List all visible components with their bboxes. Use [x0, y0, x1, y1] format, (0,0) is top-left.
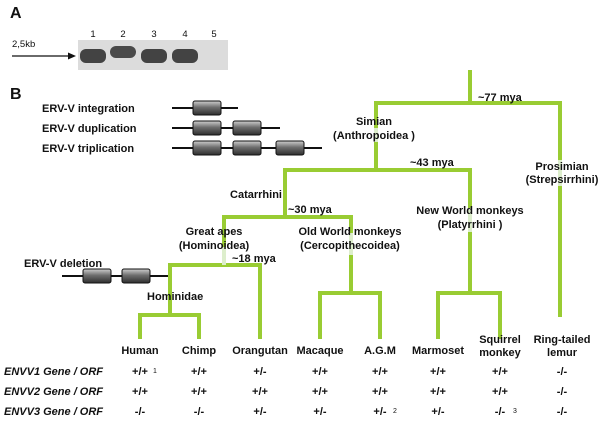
gene-cell: -/- — [557, 386, 568, 398]
gene-table: +/+ 1 +/+ +/- +/+ +/+ +/+ +/+ -/- +/+ +/+ +/+ +/+ +/+… — [132, 366, 567, 418]
gene-cell: +/+ — [191, 366, 207, 378]
gene-cell: +/+ — [312, 366, 328, 378]
gene-cell: +/+ — [132, 386, 148, 398]
legend-duplication-label: ERV-V duplication — [42, 123, 137, 135]
gene-cell: +/- — [313, 406, 326, 418]
gene-cell: +/+ — [430, 386, 446, 398]
time-simian: ~43 mya — [410, 157, 455, 169]
lane-label-4: 4 — [182, 29, 187, 40]
footnote-marker: 1 — [153, 368, 157, 375]
panel-b-label: B — [10, 86, 22, 103]
species-chimp: Chimp — [182, 345, 217, 357]
gene-cell: +/+ — [372, 386, 388, 398]
node-catarrhini: Catarrhini — [230, 189, 282, 201]
legend-deletion-label: ERV-V deletion — [24, 258, 102, 270]
gene-cell: +/+ — [492, 366, 508, 378]
species-ring-tailed-lemur: Ring-tailed — [534, 334, 591, 346]
species-squirrel-monkey: Squirrel — [479, 334, 521, 346]
gene-cell: +/- — [253, 406, 266, 418]
node-simian-sub: (Anthropoidea ) — [333, 130, 415, 142]
gene-cell: -/- — [557, 366, 568, 378]
species-macaque: Macaque — [296, 345, 343, 357]
gene-cell: +/+ — [372, 366, 388, 378]
gene-cell: +/+ — [191, 386, 207, 398]
node-great-apes-sub: (Hominoidea) — [179, 240, 250, 252]
gene-cell: +/+ — [252, 386, 268, 398]
phylogenetic-tree — [138, 70, 562, 339]
species-marmoset: Marmoset — [412, 345, 464, 357]
node-new-world: New World monkeys — [416, 205, 523, 217]
row-label-envv3: ENVV3 Gene / ORF — [4, 406, 103, 418]
gene-cell: -/- — [495, 406, 506, 418]
node-prosimian-sub: (Strepsirrhini) — [526, 174, 599, 186]
node-hominidae: Hominidae — [147, 291, 203, 303]
gel-band-4 — [172, 49, 198, 63]
lane-label-1: 1 — [90, 29, 95, 40]
gene-cell: +/+ — [492, 386, 508, 398]
species-ring-tailed-lemur-line2: lemur — [547, 347, 578, 359]
branch-label-gaps — [222, 128, 562, 265]
gel-band-3 — [141, 49, 167, 63]
legend-integration-label: ERV-V integration — [42, 103, 135, 115]
node-old-world-sub: (Cercopithecoidea) — [300, 240, 400, 252]
lane-label-5: 5 — [211, 29, 216, 40]
node-old-world: Old World monkeys — [298, 226, 401, 238]
node-great-apes: Great apes — [186, 226, 243, 238]
footnote-marker: 2 — [393, 408, 397, 415]
size-marker-arrow — [12, 52, 76, 60]
species-human: Human — [121, 345, 159, 357]
gel-band-1 — [80, 49, 106, 63]
gene-cell: -/- — [135, 406, 146, 418]
gel-band-2 — [110, 46, 136, 58]
legend-triplication-label: ERV-V triplication — [42, 143, 134, 155]
row-label-envv1: ENVV1 Gene / ORF — [4, 366, 103, 378]
time-catarrhini: ~30 mya — [288, 204, 333, 216]
gene-cell: +/+ — [132, 366, 148, 378]
time-great-apes: ~18 mya — [232, 253, 277, 265]
time-root: ~77 mya — [478, 92, 523, 104]
node-prosimian: Prosimian — [535, 161, 588, 173]
species-squirrel-monkey-line2: monkey — [479, 347, 521, 359]
species-orangutan: Orangutan — [232, 345, 288, 357]
erv-duplication-schematic — [172, 120, 280, 136]
gene-cell: +/- — [431, 406, 444, 418]
lane-label-3: 3 — [151, 29, 156, 40]
gene-cell: -/- — [194, 406, 205, 418]
node-new-world-sub: (Platyrrhini ) — [438, 219, 503, 231]
lane-label-2: 2 — [120, 29, 125, 40]
row-label-envv2: ENVV2 Gene / ORF — [4, 386, 103, 398]
gene-cell: +/- — [373, 406, 386, 418]
gene-cell: +/+ — [312, 386, 328, 398]
panel-a-label: A — [10, 5, 22, 22]
erv-deletion-schematic — [62, 268, 168, 284]
gene-cell: +/- — [253, 366, 266, 378]
gene-cell: +/+ — [430, 366, 446, 378]
gel-bands — [80, 46, 198, 63]
node-simian: Simian — [356, 116, 392, 128]
gene-cell: -/- — [557, 406, 568, 418]
erv-integration-schematic — [172, 100, 238, 116]
species-agm: A.G.M — [364, 345, 396, 357]
footnote-marker: 3 — [513, 408, 517, 415]
size-marker-label: 2,5kb — [12, 39, 35, 50]
erv-triplication-schematic — [172, 140, 322, 156]
